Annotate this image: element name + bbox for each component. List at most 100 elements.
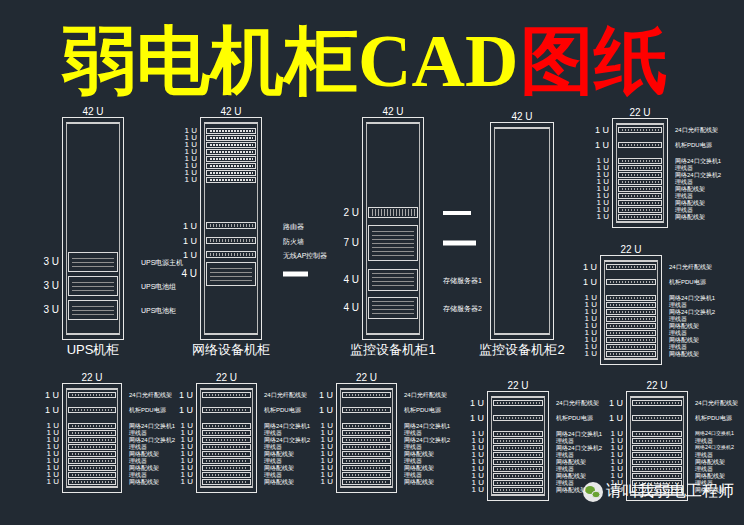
rack-device: 1 U理线器: [68, 444, 116, 450]
rack-device: 4 U: [206, 262, 256, 286]
device-label: 网络配线架: [129, 451, 159, 457]
device-label: 理线器: [404, 430, 422, 436]
device-label: 网络配线架: [695, 473, 725, 479]
rack-device: 1 U网络配线架: [202, 479, 251, 485]
drawing-title: 弱电机柜CAD: [62, 24, 518, 98]
unit-label: 1 U: [319, 391, 333, 400]
device-label: 理线器: [675, 207, 693, 213]
rack-device: 1 U24口光纤配线架: [493, 400, 543, 406]
redaction-box: [443, 211, 471, 215]
device-label: 理线器: [669, 344, 687, 350]
rack-device: 1 U24口光纤配线架: [632, 400, 682, 406]
unit-label: 1 U: [179, 391, 193, 400]
rack-device: 1 U理线器: [202, 458, 251, 464]
device-label: 理线器: [695, 452, 713, 458]
rack-device: 1 U网络24口交换机1: [202, 423, 251, 429]
rack-device: 1 U网络配线架: [202, 465, 251, 471]
rack-device: 1 U24口光纤配线架: [202, 392, 251, 398]
rack-device: 1 U路由器: [206, 222, 256, 229]
rack-device: 1 U理线器: [606, 344, 656, 350]
rack-device: 1 U网络配线架: [68, 465, 116, 471]
device-label: 存储服务器2: [443, 305, 482, 312]
device-label: 网络24口交换机1: [669, 295, 715, 301]
unit-label: 1 U: [321, 478, 333, 486]
device-label: 网络配线架: [556, 487, 586, 493]
unit-label: 4 U: [181, 269, 197, 279]
rack-device: 1 U网络配线架: [68, 479, 116, 485]
device-label: 理线器: [669, 330, 687, 336]
rack-device: 1 U网络配线架: [618, 186, 662, 192]
unit-label: 1 U: [179, 406, 193, 415]
unit-label: 4 U: [343, 275, 359, 285]
rack-device: 1 U网络配线架: [618, 200, 662, 206]
unit-label: 1 U: [609, 414, 623, 423]
rack-device: 1 U网络配线架: [342, 465, 391, 471]
device-label: 网络24口交换机1: [129, 423, 175, 429]
unit-label: 3 U: [43, 281, 59, 291]
device-label: 网络配线架: [264, 451, 294, 457]
device-label: 网络24口交换机1: [264, 423, 310, 429]
rack-device: 1 U网络24口交换机1: [493, 431, 543, 437]
rack-device: 1 U理线器: [618, 179, 662, 185]
rack-device: 1 U理线器: [618, 193, 662, 199]
rack-device: 1 U网络24口交换机2: [342, 437, 391, 443]
device-label: 网络配线架: [404, 479, 434, 485]
device-label: 网络配线架: [264, 465, 294, 471]
rack-device: 1 U: [206, 177, 256, 183]
device-label: 24口光纤配线架: [129, 392, 172, 398]
rack-device: 1 U理线器: [618, 207, 662, 213]
rack-device: 1 U机柜PDU电源: [632, 415, 682, 421]
rack-cabinet: 1 U24口光纤配线架1 U机柜PDU电源1 U网络24口交换机11 U理线器1…: [487, 391, 549, 501]
title-accent: 图纸: [520, 24, 668, 98]
rack-caption: 网络设备机柜: [192, 343, 270, 356]
unit-label: 1 U: [185, 176, 197, 184]
device-label: 网络24口交换机2: [264, 437, 310, 443]
rack-caption: UPS机柜: [67, 343, 120, 356]
device-label: 理线器: [556, 438, 574, 444]
rack-device: 1 U理线器: [202, 444, 251, 450]
rack-device: 1 U: [206, 142, 256, 148]
rack-device: 1 U网络24口交换机1: [632, 431, 682, 437]
device-label: 网络24口交换机2: [669, 309, 715, 315]
rack-device: 1 U网络24口交换机2: [68, 437, 116, 443]
device-label: 网络配线架: [695, 459, 725, 465]
rack-device: 1 U理线器: [632, 452, 682, 458]
rack-device: 1 U网络配线架: [632, 459, 682, 465]
device-label: 机柜PDU电源: [264, 407, 301, 413]
rack-device: 1 U理线器: [632, 466, 682, 472]
rack-device: 1 U24口光纤配线架: [68, 392, 116, 398]
device-label: 理线器: [129, 472, 147, 478]
device-label: 网络配线架: [556, 473, 586, 479]
rack-device: 2 U: [368, 207, 418, 218]
rack-height-label: 22 U: [81, 373, 102, 383]
rack-device: 1 U24口光纤配线架: [606, 264, 656, 270]
wechat-icon: [583, 482, 603, 502]
device-label: 网络24口交换机2: [404, 437, 450, 443]
rack-device: 1 U理线器: [68, 472, 116, 478]
rack-device: 1 U理线器: [606, 316, 656, 322]
device-label: 24口光纤配线架: [264, 392, 307, 398]
unit-label: 1 U: [181, 478, 193, 486]
rack-height-label: 22 U: [620, 245, 641, 255]
device-label: 网络24口交换机1: [556, 431, 602, 437]
rack-device: 1 U网络配线架: [606, 323, 656, 329]
rack-cabinet: 2 U7 U4 U存储服务器14 U存储服务器242 U监控设备机柜1: [362, 117, 424, 340]
device-label: 24口光纤配线架: [556, 400, 599, 406]
rack-device: 1 U理线器: [202, 430, 251, 436]
rack-device: 1 U网络24口交换机1: [618, 158, 662, 164]
unit-label: 1 U: [583, 263, 597, 272]
unit-label: 1 U: [583, 278, 597, 287]
device-label: 机柜PDU电源: [556, 415, 593, 421]
unit-label: 1 U: [472, 486, 484, 494]
watermark: 请叫我弱电工程师: [606, 483, 734, 499]
rack-device: 1 U网络配线架: [606, 351, 656, 357]
device-label: 网络24口交换机1: [695, 431, 734, 436]
rack-device: 1 U理线器: [632, 438, 682, 444]
device-label: 24口光纤配线架: [695, 400, 738, 406]
device-label: 网络配线架: [264, 479, 294, 485]
rack-device: 1 U无线AP控制器: [206, 251, 256, 258]
device-label: 理线器: [695, 438, 713, 444]
rack-device: 1 U机柜PDU电源: [493, 415, 543, 421]
rack-device: 4 U存储服务器2: [368, 297, 418, 319]
device-label: 网络配线架: [556, 459, 586, 465]
